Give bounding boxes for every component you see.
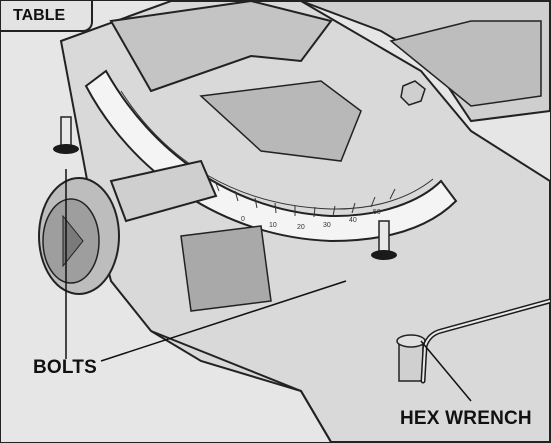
scale-number: 30 — [323, 222, 331, 229]
scale-numbers: 0 10 20 30 40 50 — [241, 209, 381, 231]
bolts-label: BOLTS — [33, 357, 97, 378]
scale-number: 50 — [373, 209, 381, 216]
table-label: TABLE — [1, 1, 93, 32]
knob-shaft — [109, 159, 218, 223]
bevel-arm — [109, 1, 333, 93]
center-bolt — [371, 220, 397, 260]
table-pocket — [199, 80, 362, 162]
scale-arc — [120, 90, 434, 210]
scale-number: 0 — [241, 216, 245, 223]
hex-wrench-leader — [420, 340, 472, 402]
bolts-leader-right — [100, 280, 347, 362]
knob-arrow-icon — [62, 214, 84, 268]
lower-bolt — [396, 334, 426, 382]
scale-number: 10 — [269, 222, 277, 229]
scale-number: 20 — [297, 224, 305, 231]
scale-number: 40 — [349, 217, 357, 224]
base-edge — [150, 330, 332, 442]
housing-panel — [389, 20, 542, 107]
hex-wrench-label: HEX WRENCH — [400, 408, 532, 429]
scale-ticks — [214, 180, 396, 218]
hex-nut — [400, 80, 426, 106]
left-bolt — [53, 116, 79, 154]
lower-pocket — [180, 225, 272, 312]
